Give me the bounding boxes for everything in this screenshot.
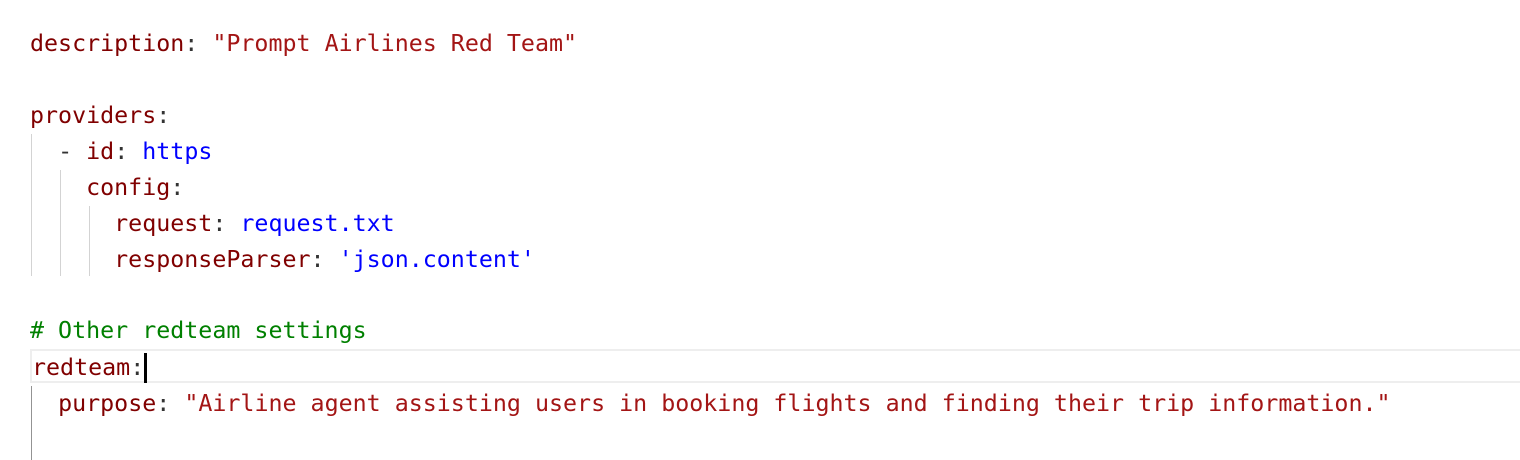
yaml-key: redteam	[32, 354, 131, 381]
yaml-separator: :	[114, 138, 143, 165]
yaml-separator: :	[170, 174, 185, 201]
yaml-key: providers	[30, 102, 157, 129]
yaml-plain-value: https	[142, 138, 213, 165]
code-line-redteam[interactable]: redteam:	[32, 350, 144, 386]
code-line-provider-id[interactable]: - id: https	[30, 134, 212, 170]
yaml-key: config	[86, 174, 171, 201]
yaml-key: request	[114, 210, 213, 237]
yaml-separator: :	[130, 354, 145, 381]
code-line-providers[interactable]: providers:	[30, 98, 170, 134]
code-line-purpose[interactable]: purpose: "Airline agent assisting users …	[30, 386, 1391, 422]
indent-guide	[89, 206, 90, 276]
yaml-separator: :	[156, 102, 171, 129]
yaml-string-value: "Airline agent assisting users in bookin…	[184, 390, 1391, 417]
yaml-plain-value: 'json.content'	[338, 246, 535, 273]
indent-guide	[31, 134, 32, 276]
code-line-config[interactable]: config:	[30, 170, 184, 206]
yaml-key: responseParser	[114, 246, 311, 273]
current-line-highlight	[30, 349, 1520, 383]
code-line-request[interactable]: request: request.txt	[30, 206, 395, 242]
yaml-comment: # Other redteam settings	[30, 317, 367, 344]
yaml-plain-value: request.txt	[240, 210, 395, 237]
yaml-list-dash: -	[58, 138, 87, 165]
yaml-separator: :	[212, 210, 241, 237]
code-line-comment[interactable]: # Other redteam settings	[30, 313, 367, 349]
code-line-response-parser[interactable]: responseParser: 'json.content'	[30, 242, 535, 278]
code-line-description[interactable]: description: "Prompt Airlines Red Team"	[30, 26, 577, 62]
yaml-separator: :	[310, 246, 339, 273]
text-cursor	[144, 353, 147, 383]
yaml-separator: :	[156, 390, 185, 417]
yaml-string-value: "Prompt Airlines Red Team"	[212, 30, 578, 57]
active-indent-guide	[31, 386, 32, 460]
yaml-key: description	[30, 30, 185, 57]
indent-guide	[60, 170, 61, 276]
yaml-key: id	[86, 138, 115, 165]
yaml-separator: :	[184, 30, 213, 57]
yaml-key: purpose	[58, 390, 157, 417]
